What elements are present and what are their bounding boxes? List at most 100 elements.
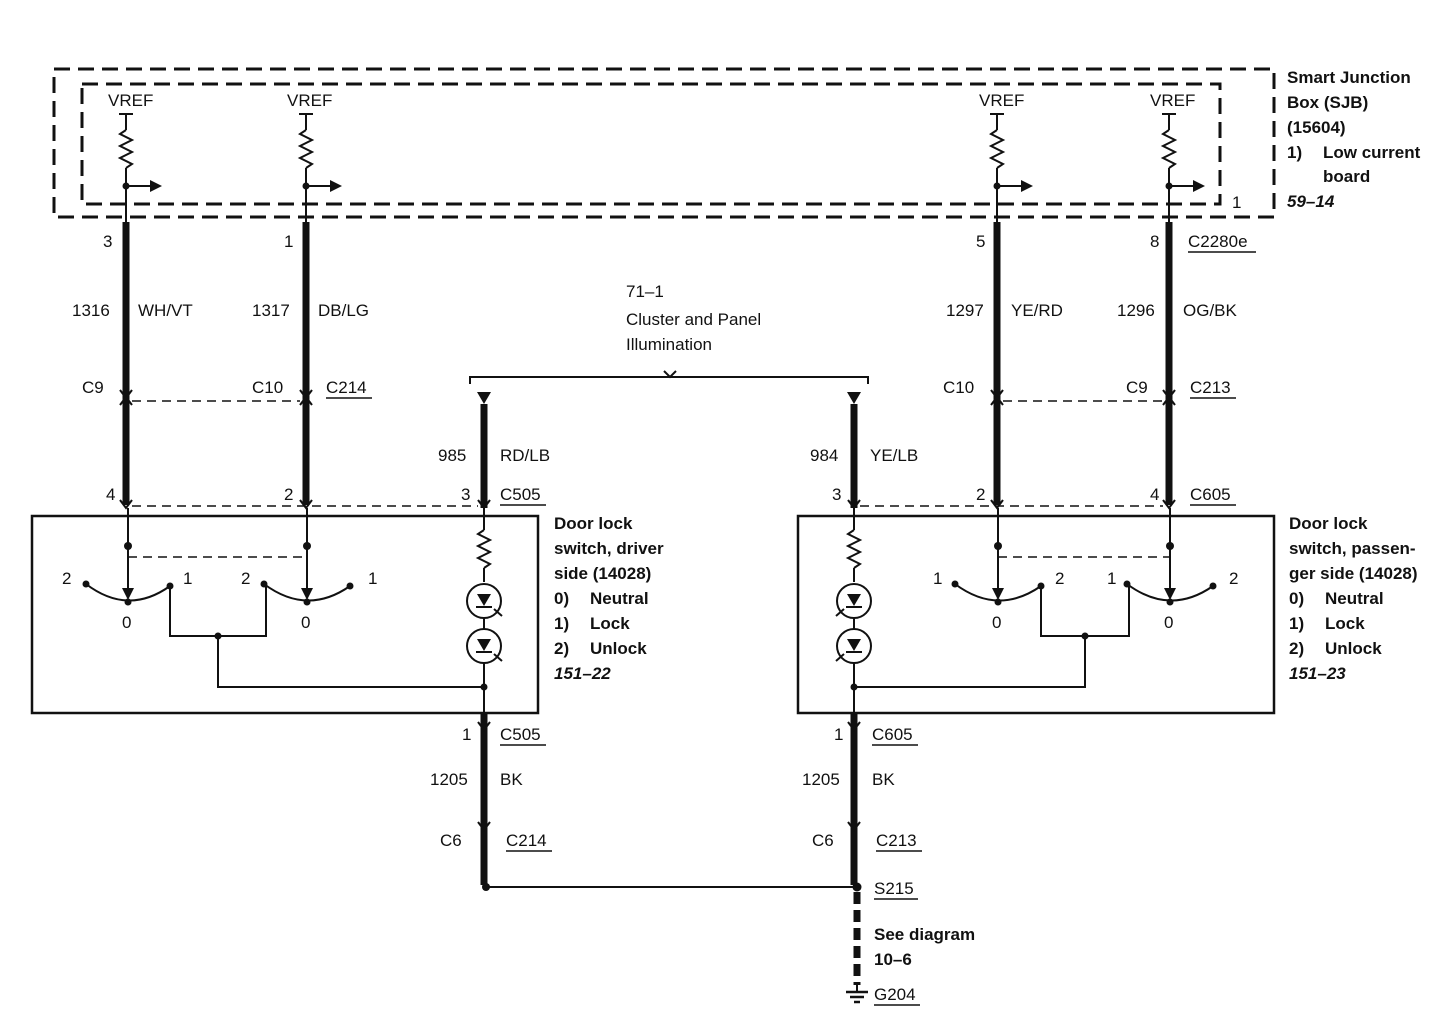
sjb-title-line2: Box (SJB) xyxy=(1287,93,1368,112)
pin-label: 3 xyxy=(461,485,470,504)
connector-label: C214 xyxy=(326,378,367,397)
sjb-board-boundary xyxy=(80,82,1222,206)
passenger-switch-ref: 151–23 xyxy=(1289,664,1346,683)
vref-label: VREF xyxy=(287,91,332,110)
illumination-line2: Illumination xyxy=(626,335,712,354)
circuit-number: 1316 xyxy=(72,301,110,320)
sjb-item-num: 1) xyxy=(1287,143,1302,162)
state-num: 0) xyxy=(1289,589,1304,608)
contact-label: 2 xyxy=(62,569,71,588)
sjb-title-line3: (15604) xyxy=(1287,118,1346,137)
pin-label: 2 xyxy=(976,485,985,504)
vref-pullup-2: VREF xyxy=(287,91,342,222)
circuit-number: 1297 xyxy=(946,301,984,320)
connector-label: C213 xyxy=(1190,378,1231,397)
illumination-ref: 71–1 xyxy=(626,282,664,301)
state-label: Lock xyxy=(1325,614,1365,633)
ground-point-label: G204 xyxy=(874,985,916,1004)
state-num: 2) xyxy=(554,639,569,658)
driver-switch-line2: switch, driver xyxy=(554,539,664,558)
state-num: 1) xyxy=(554,614,569,633)
pin-label: 8 xyxy=(1150,232,1159,251)
circuit-number: 984 xyxy=(810,446,838,465)
illumination-feed: 71–1 Cluster and Panel Illumination 985 … xyxy=(132,282,1163,510)
contact-label: 0 xyxy=(992,613,1001,632)
left-sjb-wires: 3 1 1316 WH/VT 1317 DB/LG C9 C10 C214 4 … xyxy=(72,222,372,510)
connector-label: C213 xyxy=(876,831,917,850)
connector-label: C605 xyxy=(1190,485,1231,504)
vref-pullup-4: VREF xyxy=(1150,91,1205,222)
pin-label: 1 xyxy=(834,725,843,744)
circuit-number: 1205 xyxy=(430,770,468,789)
circuit-number: 1317 xyxy=(252,301,290,320)
pin-label: 4 xyxy=(106,485,115,504)
wire-color: OG/BK xyxy=(1183,301,1238,320)
sjb-item-line2: board xyxy=(1323,167,1370,186)
state-num: 1) xyxy=(1289,614,1304,633)
right-sjb-wires: 5 8 C2280e 1297 YE/RD 1296 OG/BK C10 C9 … xyxy=(943,222,1256,510)
contact-label: 2 xyxy=(241,569,250,588)
contact-label: 2 xyxy=(1229,569,1238,588)
inline-pin: C6 xyxy=(440,831,462,850)
vref-pullup-3: VREF xyxy=(979,91,1033,222)
pin-label: 2 xyxy=(284,485,293,504)
contact-label: 1 xyxy=(1107,569,1116,588)
contact-label: 1 xyxy=(933,569,942,588)
contact-label: 0 xyxy=(1164,613,1173,632)
wire-color: BK xyxy=(500,770,523,789)
passenger-switch-line3: ger side (14028) xyxy=(1289,564,1418,583)
connector-label: C505 xyxy=(500,725,541,744)
wire-color: YE/RD xyxy=(1011,301,1063,320)
vref-label: VREF xyxy=(108,91,153,110)
driver-switch-housing xyxy=(30,514,540,715)
wire-color: YE/LB xyxy=(870,446,918,465)
illumination-bracket xyxy=(469,376,869,384)
contact-label: 1 xyxy=(368,569,377,588)
inline-pin: C9 xyxy=(1126,378,1148,397)
see-diagram-line1: See diagram xyxy=(874,925,975,944)
pin-label: 1 xyxy=(462,725,471,744)
state-label: Unlock xyxy=(590,639,647,658)
inline-pin: C10 xyxy=(252,378,283,397)
sjb-board-pin: 1 xyxy=(1232,193,1241,212)
wire-color: RD/LB xyxy=(500,446,550,465)
sjb-ref: 59–14 xyxy=(1287,192,1335,211)
state-label: Lock xyxy=(590,614,630,633)
contact-label: 2 xyxy=(1055,569,1064,588)
wire-color: BK xyxy=(872,770,895,789)
state-num: 2) xyxy=(1289,639,1304,658)
contact-label: 0 xyxy=(301,613,310,632)
passenger-switch-housing xyxy=(796,514,1276,715)
vref-pullup-1: VREF xyxy=(108,91,162,222)
passenger-switch-line2: switch, passen- xyxy=(1289,539,1416,558)
vref-label: VREF xyxy=(979,91,1024,110)
ground-circuits: 1 C505 1205 BK C6 C214 1 C605 1205 BK C6… xyxy=(430,713,975,1006)
inline-pin: C6 xyxy=(812,831,834,850)
connector-label: C505 xyxy=(500,485,541,504)
splice-label: S215 xyxy=(874,879,914,898)
contact-label: 0 xyxy=(122,613,131,632)
sjb-outer-boundary xyxy=(52,67,1276,219)
circuit-number: 1296 xyxy=(1117,301,1155,320)
illumination-line1: Cluster and Panel xyxy=(626,310,761,329)
smart-junction-box: VREF VREF VREF xyxy=(52,67,1421,222)
ground-icon xyxy=(846,985,868,1004)
driver-switch-line1: Door lock xyxy=(554,514,633,533)
connector-label: C605 xyxy=(872,725,913,744)
driver-door-lock-switch: 2 1 0 2 1 0 Door lock switch, driver sid… xyxy=(30,508,664,715)
pin-label: 3 xyxy=(832,485,841,504)
circuit-number: 1205 xyxy=(802,770,840,789)
wire-color: DB/LG xyxy=(318,301,369,320)
connector-label: C214 xyxy=(506,831,547,850)
circuit-number: 985 xyxy=(438,446,466,465)
passenger-door-lock-switch: 1 2 0 1 2 0 Door lock switch, passen- ge… xyxy=(796,508,1418,715)
state-label: Unlock xyxy=(1325,639,1382,658)
pin-label: 4 xyxy=(1150,485,1159,504)
state-label: Neutral xyxy=(1325,589,1384,608)
vref-label: VREF xyxy=(1150,91,1195,110)
driver-switch-line3: side (14028) xyxy=(554,564,651,583)
passenger-switch-line1: Door lock xyxy=(1289,514,1368,533)
state-num: 0) xyxy=(554,589,569,608)
inline-pin: C10 xyxy=(943,378,974,397)
